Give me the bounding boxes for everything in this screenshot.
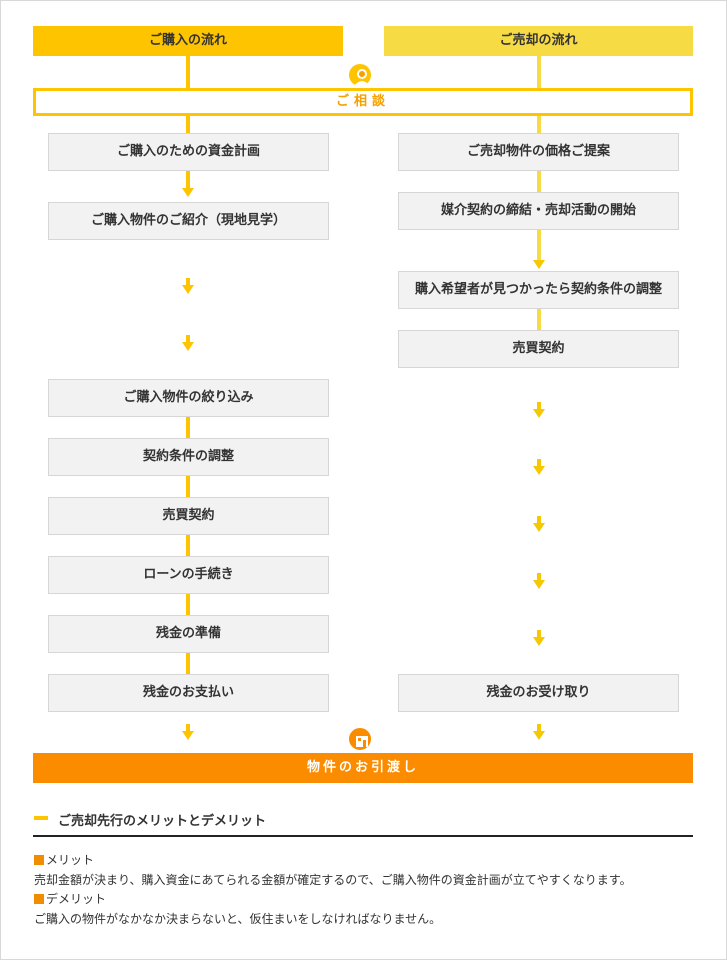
down-arrow-icon: [533, 523, 545, 532]
buy-connector: [186, 171, 190, 188]
sell-connector: [537, 459, 541, 466]
buy-connector: [186, 116, 190, 133]
down-arrow-icon: [533, 409, 545, 418]
buy-step-loan: ローンの手続き: [48, 556, 329, 594]
down-arrow-icon: [533, 260, 545, 269]
buy-connector: [186, 653, 190, 674]
demerit-label: デメリット: [46, 892, 107, 906]
sell-flow-header: ご売却の流れ: [384, 26, 693, 56]
down-arrow-icon: [533, 466, 545, 475]
buy-connector: [186, 535, 190, 556]
merit-label-row: メリット: [34, 851, 94, 868]
buy-flow-header: ご購入の流れ: [33, 26, 343, 56]
person-icon: [347, 62, 373, 88]
sell-connector: [537, 230, 541, 260]
buy-connector: [186, 56, 190, 88]
sell-connector: [537, 309, 541, 330]
merit-label: メリット: [46, 853, 95, 867]
divider: [33, 835, 693, 837]
down-arrow-icon: [182, 731, 194, 740]
handover-bar: 物件のお引渡し: [33, 753, 693, 783]
sell-connector: [537, 171, 541, 192]
buy-step-balance-payment: 残金のお支払い: [48, 674, 329, 712]
down-arrow-icon: [182, 342, 194, 351]
buy-step-terms: 契約条件の調整: [48, 438, 329, 476]
sell-connector: [537, 724, 541, 731]
consult-bar: ご相談: [33, 88, 693, 116]
house-icon: [347, 726, 373, 752]
buy-connector: [186, 476, 190, 497]
buy-connector: [186, 335, 190, 342]
down-arrow-icon: [182, 285, 194, 294]
buy-step-balance-prep: 残金の準備: [48, 615, 329, 653]
down-arrow-icon: [182, 188, 194, 197]
sell-step-brokerage: 媒介契約の締結・売却活動の開始: [398, 192, 679, 230]
down-arrow-icon: [533, 731, 545, 740]
bullet-square-icon: [34, 855, 44, 865]
section-marker: [34, 816, 48, 820]
sell-step-balance-receipt: 残金のお受け取り: [398, 674, 679, 712]
buy-connector: [186, 594, 190, 615]
sell-connector: [537, 402, 541, 409]
sell-connector: [537, 56, 541, 88]
demerit-text: ご購入の物件がなかなか決まらないと、仮住まいをしなければなりません。: [34, 912, 442, 926]
buy-step-funding-plan: ご購入のための資金計画: [48, 133, 329, 171]
down-arrow-icon: [533, 580, 545, 589]
merit-text: 売却金額が決まり、購入資金にあてられる金額が確定するので、ご購入物件の資金計画が…: [34, 873, 632, 887]
sell-step-contract: 売買契約: [398, 330, 679, 368]
buy-step-contract: 売買契約: [48, 497, 329, 535]
buy-connector: [186, 724, 190, 731]
sell-connector: [537, 573, 541, 580]
sell-connector: [537, 516, 541, 523]
sell-step-buyer-terms: 購入希望者が見つかったら契約条件の調整: [398, 271, 679, 309]
buy-step-narrowing: ご購入物件の絞り込み: [48, 379, 329, 417]
buy-connector: [186, 417, 190, 438]
buy-connector: [186, 278, 190, 285]
down-arrow-icon: [533, 637, 545, 646]
sell-connector: [537, 630, 541, 637]
bullet-square-icon: [34, 894, 44, 904]
sell-step-price-proposal: ご売却物件の価格ご提案: [398, 133, 679, 171]
demerit-label-row: デメリット: [34, 890, 106, 907]
notes-title: ご売却先行のメリットとデメリット: [58, 814, 267, 829]
buy-step-property-intro: ご購入物件のご紹介（現地見学）: [48, 202, 329, 240]
sell-connector: [537, 116, 541, 133]
